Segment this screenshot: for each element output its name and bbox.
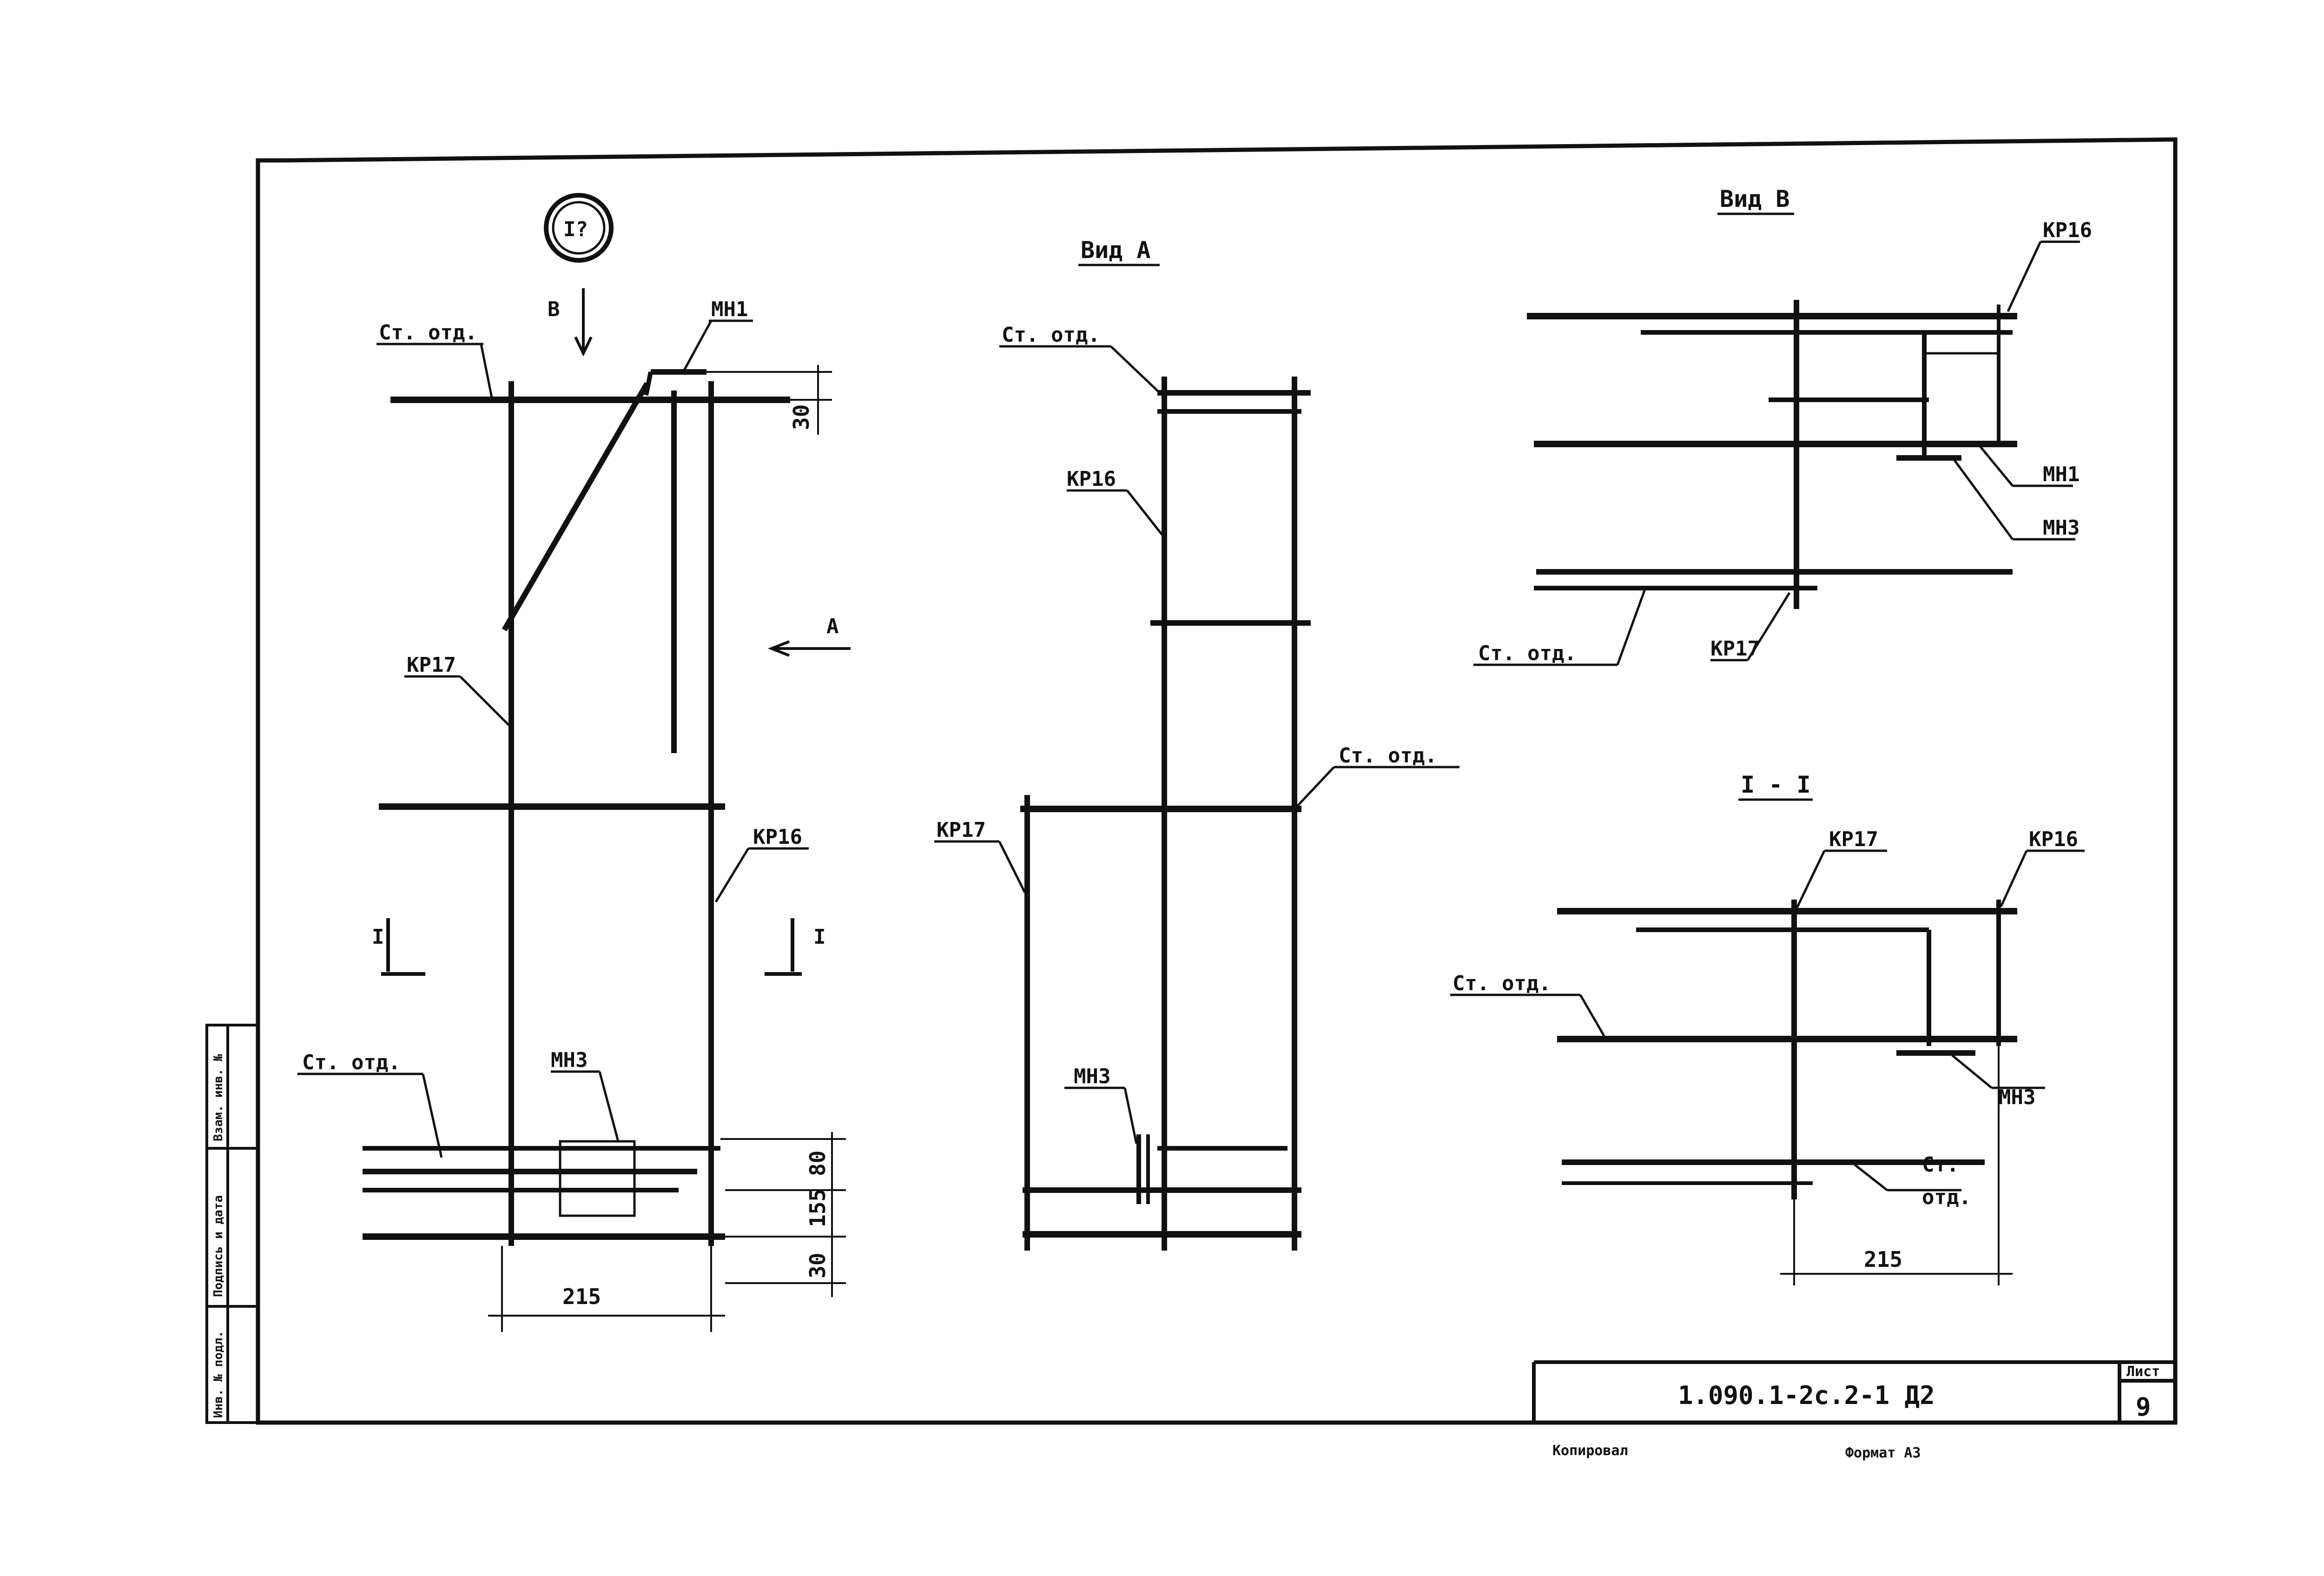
view-b-arrow [574,288,593,357]
label-kr17-a: КР17 [937,818,986,842]
label-mn1-b: МН1 [2043,463,2080,486]
label-kr16-left: КР16 [753,825,802,849]
view-a-arrow [767,640,851,657]
label-kr16-a: КР16 [1067,467,1116,491]
label-st-otd-top-a: Ст. отд. [1002,323,1100,347]
section-1-rebar [1557,900,2017,1199]
view-a-rebar [1020,377,1311,1251]
label-mn3-a: МН3 [1074,1065,1110,1088]
side-stamp [205,1024,259,1424]
detail-marker [544,193,614,263]
view-b: Вид В КР16 МН1 [1473,185,2092,666]
title-block [1532,1360,2175,1423]
label-st-otd-right-s1-1: Ст. [1922,1153,1959,1177]
label-kr17-left: КР17 [407,653,456,677]
side-stamp-text-1: Инв. № подл. [211,1331,225,1418]
dim-80: 80 [805,1151,830,1176]
side-stamp-text-2: Подпись и дата [211,1195,225,1297]
dim-30-bottom: 30 [805,1253,830,1278]
sheet-frame [256,137,2178,1425]
label-kr16-s1: КР16 [2029,828,2078,851]
left-view-dimensions [488,365,846,1332]
label-mn1-left: МН1 [711,298,748,321]
label-mn3-left: МН3 [551,1048,588,1072]
label-st-otd-right-s1-2: отд. [1922,1185,1971,1209]
left-view: I? В А I I [297,193,851,1332]
view-a: Вид А Ст. отд. [934,237,1459,1251]
section-1-dimensions [1780,1046,2013,1285]
view-a-title: Вид А [1081,237,1151,264]
label-kr17-s1: КР17 [1829,828,1878,851]
label-kr16-b: КР16 [2043,219,2092,242]
section-mark-left [381,918,425,976]
section-1-leaders [1450,849,2085,1192]
title-block-code: 1.090.1-2с.2-1 Д2 [1678,1381,1935,1410]
title-block-sheet-number: 9 [2136,1392,2151,1422]
view-b-letter: В [548,298,560,321]
view-b-rebar [1527,300,2017,609]
label-st-otd-bottom-left: Ст. отд. [302,1051,401,1074]
view-b-leaders [1473,240,2080,666]
dim-215-s1: 215 [1864,1247,1902,1272]
view-a-letter: А [826,615,839,638]
section-mark-left-label: I [372,925,384,949]
detail-marker-label: I? [563,218,588,241]
label-st-otd-left-s1: Ст. отд. [1452,972,1551,995]
label-st-otd-mid-a: Ст. отд. [1339,744,1437,768]
label-st-otd-b: Ст. отд. [1478,642,1577,665]
section-mark-right [765,918,802,976]
label-st-otd-top-left: Ст. отд. [379,321,477,344]
dim-215-left: 215 [562,1284,601,1309]
label-mn3-b: МН3 [2043,516,2080,540]
section-mark-right-label: I [813,925,826,949]
view-b-title: Вид В [1720,185,1790,212]
footer-copied: Копировал [1552,1443,1628,1459]
dim-155: 155 [805,1189,830,1227]
section-1: I - I [1450,771,2085,1285]
section-1-title: I - I [1741,771,1811,798]
left-view-leaders [297,319,809,1158]
label-kr17-b: КР17 [1710,637,1760,661]
label-mn3-s1: МН3 [1999,1086,2035,1109]
view-a-leaders [934,345,1459,1144]
title-block-sheet-label: Лист [2126,1364,2160,1380]
side-stamp-text-3: Взам. инв. № [211,1054,225,1141]
left-view-rebar [363,369,790,1246]
footer-format: Формат А3 [1845,1445,1921,1461]
dim-30-top: 30 [789,404,814,430]
